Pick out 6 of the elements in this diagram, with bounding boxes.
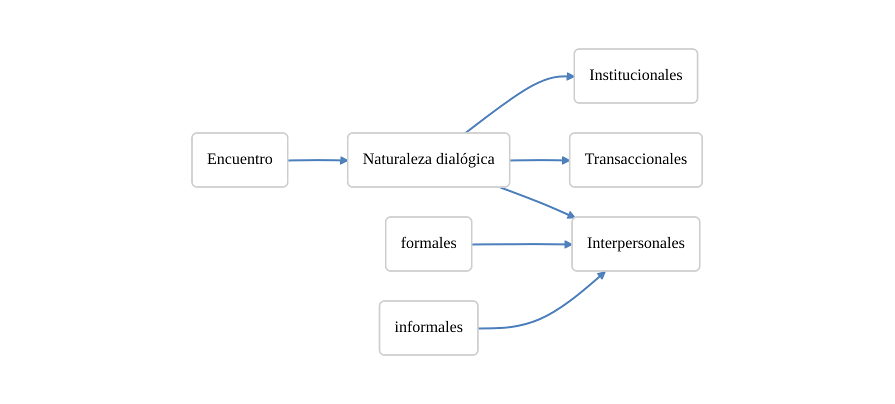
arrow (288, 156, 350, 165)
arrow (510, 156, 571, 165)
arrow (478, 271, 606, 330)
arrow (472, 240, 574, 249)
arrow (500, 186, 576, 219)
arrow (464, 72, 576, 134)
